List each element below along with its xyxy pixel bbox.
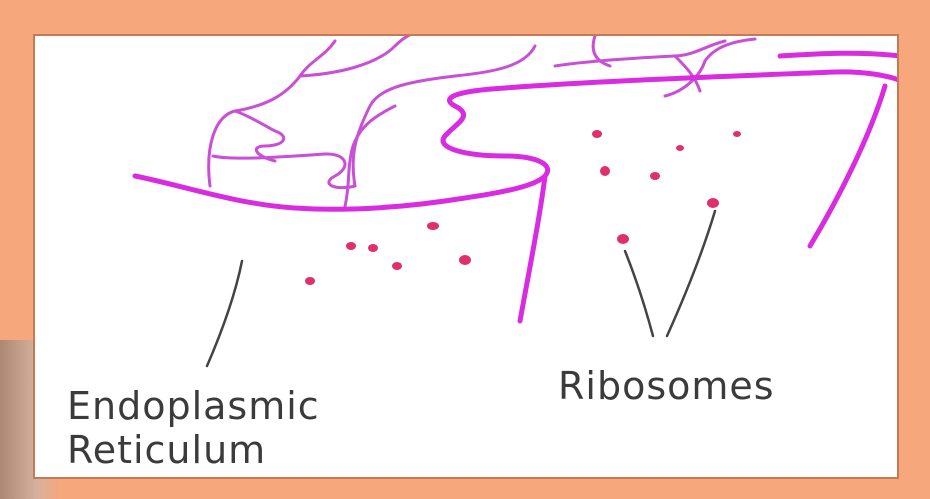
er-membranes-thick	[135, 53, 899, 321]
ribosome	[600, 166, 610, 176]
er-membrane-drop-1	[520, 176, 545, 321]
ribosome	[368, 244, 378, 252]
ribosome	[650, 172, 660, 180]
ribosome-pointer-right	[667, 211, 715, 336]
er-label: Endoplasmic Reticulum	[67, 384, 320, 472]
ribosome-pointer-left	[625, 251, 653, 336]
er-folds-thin	[209, 36, 755, 206]
ribosome	[427, 222, 439, 230]
er-label-line-2: Reticulum	[67, 428, 320, 472]
ribosome	[676, 145, 684, 151]
ribosome	[617, 234, 629, 244]
ribosome	[392, 262, 402, 270]
er-fold-2	[235, 111, 284, 161]
ribosome	[733, 131, 741, 137]
er-membrane-front	[135, 72, 899, 209]
ribosome	[346, 242, 356, 250]
er-fold-5	[353, 46, 535, 186]
ribosome	[459, 255, 471, 265]
ribosome	[592, 130, 602, 138]
er-fold-3	[213, 154, 355, 188]
er-membrane-drop-2	[810, 86, 885, 246]
diagram-canvas: Endoplasmic Reticulum Ribosomes	[33, 34, 899, 479]
er-fold-1	[209, 41, 335, 186]
er-fold-7	[555, 41, 725, 66]
er-membrane-upper	[780, 53, 899, 56]
ribosome	[707, 198, 719, 208]
ribosome	[305, 277, 315, 285]
er-pointer-line	[207, 261, 242, 366]
pointer-lines	[207, 211, 715, 366]
er-label-line-1: Endoplasmic	[67, 384, 320, 428]
ribosomes-label: Ribosomes	[558, 364, 775, 408]
